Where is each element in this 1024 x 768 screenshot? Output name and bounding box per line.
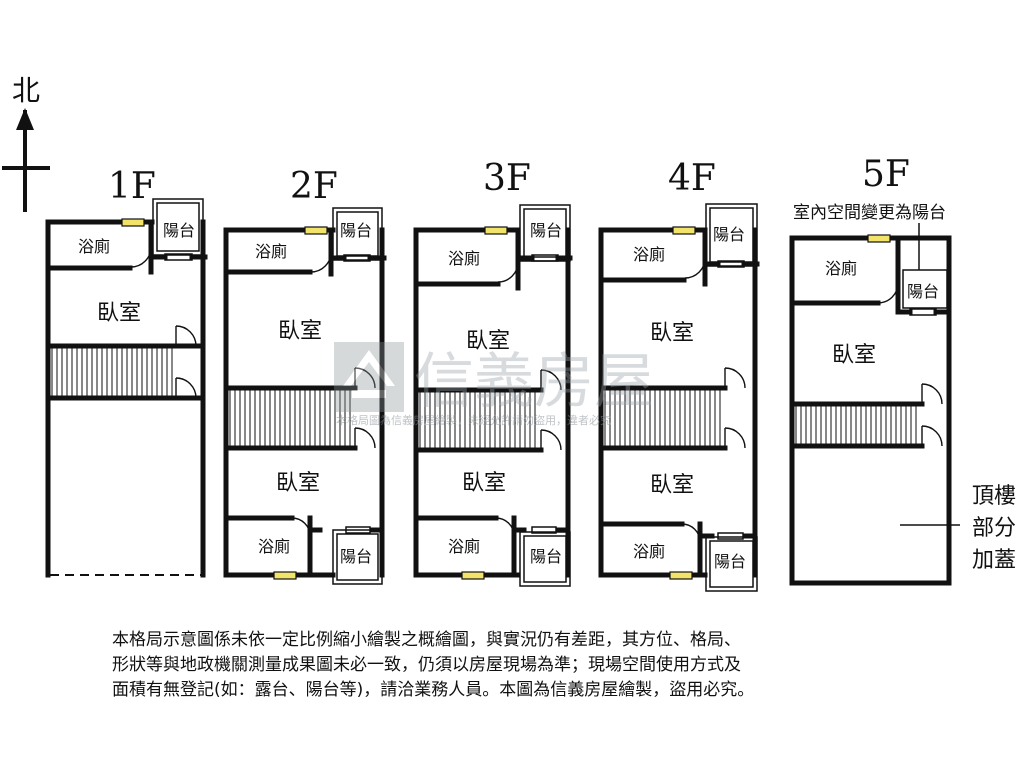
room-bedroom-front-2f: 臥室	[278, 319, 322, 344]
room-bath-bottom-3f: 浴廁	[448, 537, 480, 556]
room-balcony-bottom-3f: 陽台	[530, 547, 562, 566]
stair-treads	[51, 348, 917, 448]
disclaimer: 本格局示意圖係未依一定比例縮小繪製之概繪圖，與實況仍有差距，其方位、格局、 形狀…	[112, 628, 932, 703]
room-balcony-1f: 陽台	[163, 221, 195, 240]
room-bedroom-front-4f: 臥室	[650, 321, 694, 346]
room-bath-1f: 浴廁	[78, 237, 110, 256]
watermark-notice: 本格局圖為信義房屋繪製，未經允許請勿盜用，違者必究	[336, 413, 611, 427]
room-balcony-bottom-4f: 陽台	[714, 552, 746, 571]
room-bedroom-rear-2f: 臥室	[276, 471, 320, 496]
floor-5f: 5F 室內空間變更為陽台 浴廁 陽台 臥室 頂樓 部分 加蓋	[789, 154, 1016, 586]
room-bedroom-1f: 臥室	[97, 301, 141, 326]
disclaimer-line-1: 本格局示意圖係未依一定比例縮小繪製之概繪圖，與實況仍有差距，其方位、格局、	[112, 630, 741, 650]
room-balcony-top-3f: 陽台	[530, 221, 562, 240]
floor-4f: 4F 浴廁 陽台 臥室 臥室 浴廁	[598, 158, 760, 592]
room-balcony-5f: 陽台	[907, 282, 939, 301]
room-bath-bottom-2f: 浴廁	[258, 537, 290, 556]
room-bedroom-front-3f: 臥室	[466, 329, 510, 354]
floor-label-1f: 1F	[108, 166, 156, 207]
north-label: 北	[12, 74, 40, 107]
disclaimer-line-3: 面積有無登記(如：露台、陽台等)，請洽業務人員。本圖為信義房屋繪製，盜用必究。	[112, 680, 755, 700]
room-bath-5f: 浴廁	[825, 259, 857, 278]
room-bedroom-5f: 臥室	[832, 343, 876, 368]
note-rooftop-line2: 部分	[972, 516, 1016, 541]
watermark-logo-icon	[334, 342, 404, 412]
room-bedroom-rear-3f: 臥室	[462, 471, 506, 496]
floor-3f: 3F 浴廁 陽台 臥室 臥室 浴廁	[413, 158, 573, 587]
room-bath-top-3f: 浴廁	[448, 249, 480, 268]
room-bath-top-2f: 浴廁	[255, 242, 287, 261]
room-bath-top-4f: 浴廁	[633, 245, 665, 264]
room-balcony-top-4f: 陽台	[713, 225, 745, 244]
disclaimer-line-2: 形狀等與地政機關測量成果圖未必一致，仍須以房屋現場為準；現場空間使用方式及	[112, 655, 741, 675]
watermark-brand: 信義房屋	[414, 347, 654, 417]
floor-2f: 2F 浴廁 陽台 臥室 臥室 浴廁	[223, 166, 387, 585]
room-bedroom-rear-4f: 臥室	[650, 473, 694, 498]
floor-label-2f: 2F	[290, 166, 338, 207]
note-converted-balcony: 室內空間變更為陽台	[793, 203, 946, 223]
floor-label-3f: 3F	[483, 158, 531, 199]
north-arrow: 北	[2, 74, 50, 212]
room-bath-bottom-4f: 浴廁	[633, 542, 665, 561]
note-rooftop-line3: 加蓋	[972, 548, 1016, 573]
floor-label-5f: 5F	[862, 154, 910, 195]
floor-label-4f: 4F	[668, 158, 716, 199]
note-rooftop-line1: 頂樓	[972, 484, 1016, 509]
floor-1f: 1F 浴廁 陽台 臥室	[45, 166, 208, 578]
room-balcony-top-2f: 陽台	[340, 221, 372, 240]
watermark: 信義房屋 本格局圖為信義房屋繪製，未經允許請勿盜用，違者必究	[334, 342, 654, 427]
room-balcony-bottom-2f: 陽台	[340, 547, 372, 566]
